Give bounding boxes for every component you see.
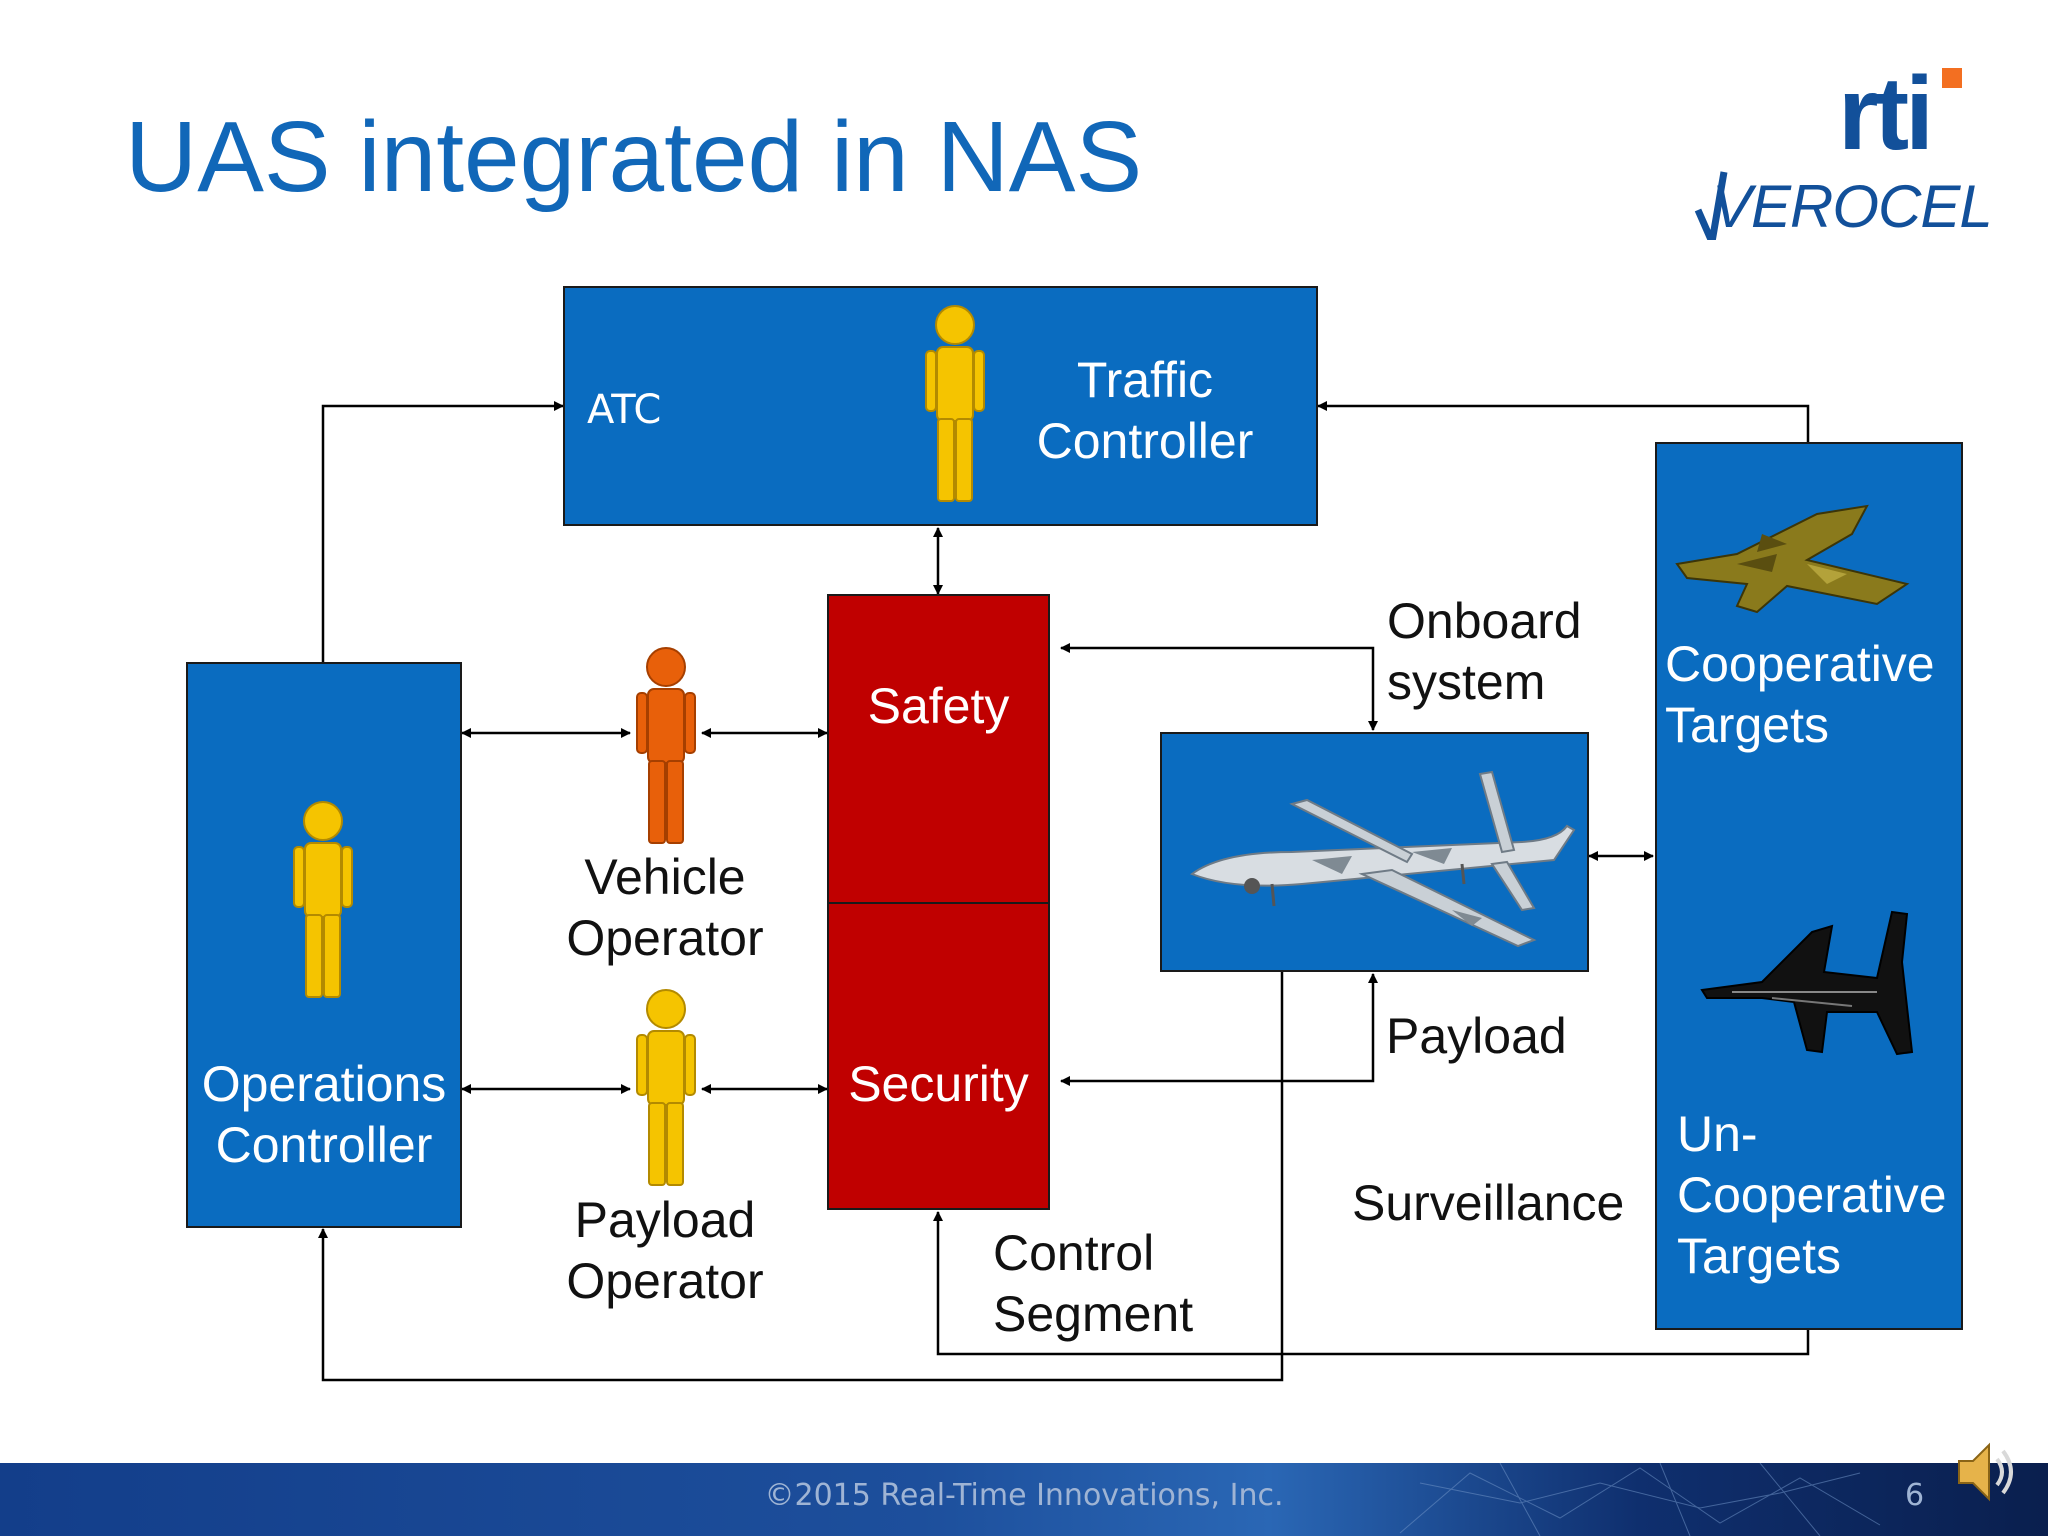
slide-title: UAS integrated in NAS xyxy=(125,101,1143,213)
traffic-controller-line1: Traffic xyxy=(1076,352,1214,408)
footer-bar xyxy=(0,1463,2048,1536)
atc-label: ATC xyxy=(587,387,662,433)
vehicle-operator-line1: Vehicle xyxy=(584,849,746,905)
control-segment-label: Control Segment xyxy=(993,1223,1193,1345)
atc-box: ATC Traffic Controller xyxy=(563,286,1318,526)
payload-operator-label: Payload Operator xyxy=(540,1190,790,1312)
uncooperative-jet-image xyxy=(1700,910,1914,1056)
payload-operator-line2: Operator xyxy=(566,1253,764,1309)
logo-verocel-text: VEROCEL xyxy=(1712,173,1993,240)
vehicle-operator-line2: Operator xyxy=(566,910,764,966)
cooperative-line2: Targets xyxy=(1665,697,1829,753)
cooperative-line1: Cooperative xyxy=(1665,636,1935,692)
traffic-controller-line2: Controller xyxy=(1036,413,1254,469)
safety-box: Safety xyxy=(827,594,1050,904)
control-segment-line2: Segment xyxy=(993,1286,1194,1342)
vehicle-operator-label: Vehicle Operator xyxy=(540,847,790,969)
surveillance-line xyxy=(933,1211,1810,1356)
operations-controller-box: Operations Controller xyxy=(186,662,462,1228)
onboard-system-line xyxy=(1060,643,1378,731)
onboard-system-label: Onboard system xyxy=(1387,591,1582,713)
safety-label: Safety xyxy=(867,678,1010,734)
uncooperative-line2: Cooperative xyxy=(1677,1167,1947,1223)
payload-link-label: Payload xyxy=(1386,1008,1567,1064)
uncooperative-targets-label: Un- Cooperative Targets xyxy=(1677,1104,1947,1287)
logo-check-mark xyxy=(1694,68,1962,240)
copyright-footer: ©2015 Real-Time Innovations, Inc. xyxy=(764,1478,1284,1513)
operations-controller-label: Operations Controller xyxy=(188,1054,460,1176)
ops-to-atc-line xyxy=(321,401,564,662)
targets-to-atc-line xyxy=(1317,401,1810,442)
uncooperative-line1: Un- xyxy=(1677,1106,1758,1162)
speaker-icon[interactable] xyxy=(1953,1437,2023,1507)
surveillance-label: Surveillance xyxy=(1352,1175,1625,1231)
uav-box xyxy=(1160,732,1589,972)
targets-box: Cooperative Targets Un- Cooperative Targ… xyxy=(1655,442,1963,1330)
company-logo: rti VEROCEL xyxy=(1690,60,2010,240)
onboard-line2: system xyxy=(1387,654,1546,710)
payload-operator-line1: Payload xyxy=(574,1192,756,1248)
control-segment-line1: Control xyxy=(993,1225,1155,1281)
payload-line xyxy=(1060,973,1378,1086)
cooperative-jet-image xyxy=(1675,504,1910,614)
uav-image xyxy=(1189,770,1576,948)
security-box: Security xyxy=(827,902,1050,1210)
security-label: Security xyxy=(848,1056,1029,1112)
logo-rti-text: rti xyxy=(1838,56,1934,172)
onboard-line1: Onboard xyxy=(1387,593,1582,649)
footer-network-graphic xyxy=(1399,1463,1881,1536)
cooperative-targets-label: Cooperative Targets xyxy=(1665,634,1935,756)
uncooperative-line3: Targets xyxy=(1677,1228,1841,1284)
traffic-controller-label: Traffic Controller xyxy=(1025,350,1265,472)
operations-controller-line2: Controller xyxy=(215,1117,433,1173)
uav-to-ops-line xyxy=(318,970,1284,1382)
operations-controller-line1: Operations xyxy=(201,1056,447,1112)
page-number: 6 xyxy=(1905,1478,1925,1513)
